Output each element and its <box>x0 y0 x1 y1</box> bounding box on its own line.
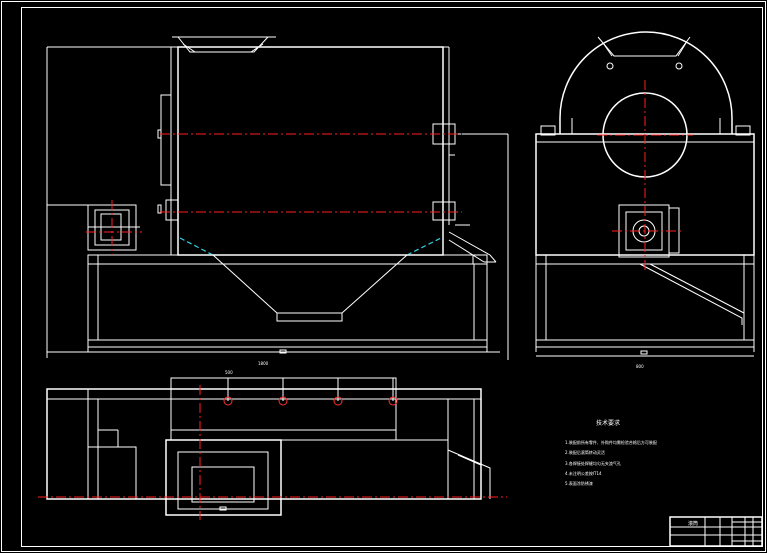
svg-text:500: 500 <box>225 370 233 375</box>
requirement-item: 4.未注明公差按IT14 <box>565 470 602 476</box>
side-view <box>535 31 755 357</box>
technical-requirements: 技术要求 1.装配前所有零件、外购件均需检验合格后方可装配 2.装配后滚筒转动灵… <box>565 419 657 486</box>
requirement-item: 1.装配前所有零件、外购件均需检验合格后方可装配 <box>565 439 657 445</box>
requirement-item: 2.装配后滚筒转动灵活 <box>565 449 605 455</box>
inner-border <box>21 7 763 547</box>
title-block: 滚筒 <box>669 516 763 547</box>
requirement-item: 3.各焊接处焊缝均匀无夹渣气孔 <box>565 460 621 466</box>
front-view <box>46 36 509 360</box>
svg-text:1800: 1800 <box>258 361 269 366</box>
requirements-title: 技术要求 <box>596 419 620 427</box>
top-view <box>38 377 507 520</box>
title-block-name: 滚筒 <box>688 520 698 527</box>
requirement-item: 5.表面涂防锈漆 <box>565 480 593 486</box>
svg-text:800: 800 <box>636 364 644 369</box>
